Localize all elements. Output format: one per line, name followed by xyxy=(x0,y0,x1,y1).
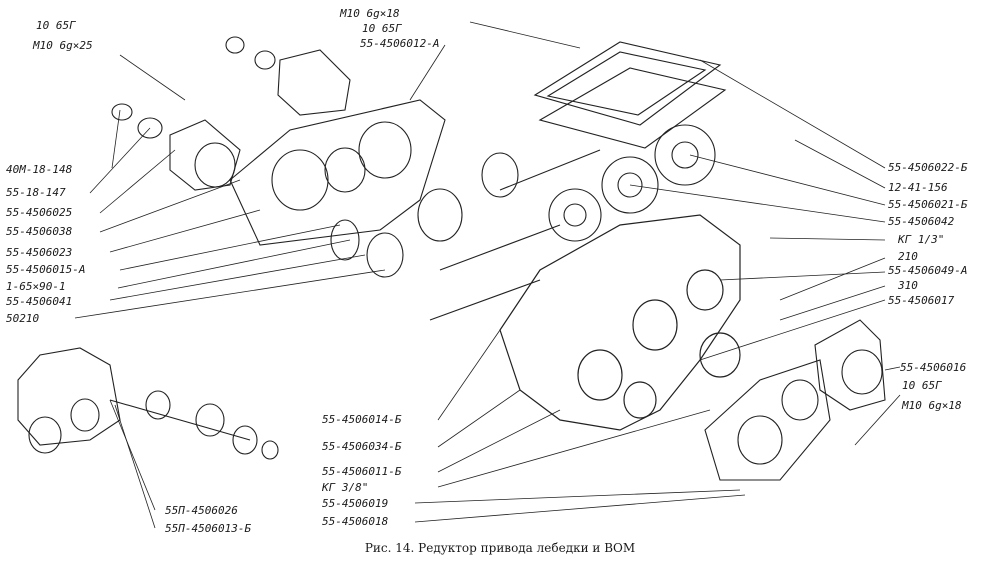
label-r5: КГ 1/3" xyxy=(898,233,945,246)
label-l7: 1-65×90-1 xyxy=(6,280,66,293)
figure-caption: Рис. 14. Редуктор привода лебедки и ВОМ xyxy=(364,541,636,555)
label-tc1: М10 6g×18 xyxy=(340,7,400,20)
label-tl2: М10 6g×25 xyxy=(33,39,93,52)
inset-assembly xyxy=(17,347,279,460)
label-b4: КГ 3/8" xyxy=(322,481,369,494)
right-cover-flanges xyxy=(704,319,886,481)
label-tl1: 10 65Г xyxy=(36,19,76,32)
label-l1: 40М-18-148 xyxy=(6,163,73,176)
label-b6: 55-4506018 xyxy=(322,515,389,528)
leader-lines xyxy=(74,21,901,529)
label-r10: 55-4506016 xyxy=(900,361,967,374)
label-r1: 55-4506022-Б xyxy=(888,161,968,174)
label-r11: 10 65Г xyxy=(902,379,942,392)
label-b3: 55-4506011-Б xyxy=(322,465,402,478)
label-r6: 210 xyxy=(898,250,918,263)
label-l6: 55-4506015-А xyxy=(6,263,86,276)
top-cover-plate xyxy=(533,41,727,149)
label-r12: М10 6g×18 xyxy=(902,399,962,412)
label-l3: 55-4506025 xyxy=(6,206,73,219)
left-cover-flange xyxy=(229,99,446,246)
label-l9: 50210 xyxy=(6,312,40,325)
label-l4: 55-4506038 xyxy=(6,225,73,238)
label-tc3: 55-4506012-А xyxy=(360,37,440,50)
label-r2: 12-41-156 xyxy=(888,181,948,194)
label-r3: 55-4506021-Б xyxy=(888,198,968,211)
label-r8: 310 xyxy=(898,279,918,292)
label-r7: 55-4506049-А xyxy=(888,264,968,277)
label-bl2: 55П-4506013-Б xyxy=(165,522,252,535)
gearbox-housing xyxy=(499,214,741,431)
left-end-parts xyxy=(111,36,351,191)
label-tc2: 10 65Г xyxy=(362,22,402,35)
label-b2: 55-4506034-Б xyxy=(322,440,402,453)
label-l8: 55-4506041 xyxy=(6,295,73,308)
gears-and-shafts xyxy=(330,124,716,321)
label-b1: 55-4506014-Б xyxy=(322,413,402,426)
label-b5: 55-4506019 xyxy=(322,497,389,510)
label-r9: 55-4506017 xyxy=(888,294,955,307)
label-l5: 55-4506023 xyxy=(6,246,73,259)
label-l2: 55-18-147 xyxy=(6,186,66,199)
label-r4: 55-4506042 xyxy=(888,215,955,228)
label-bl1: 55П-4506026 xyxy=(165,504,238,517)
